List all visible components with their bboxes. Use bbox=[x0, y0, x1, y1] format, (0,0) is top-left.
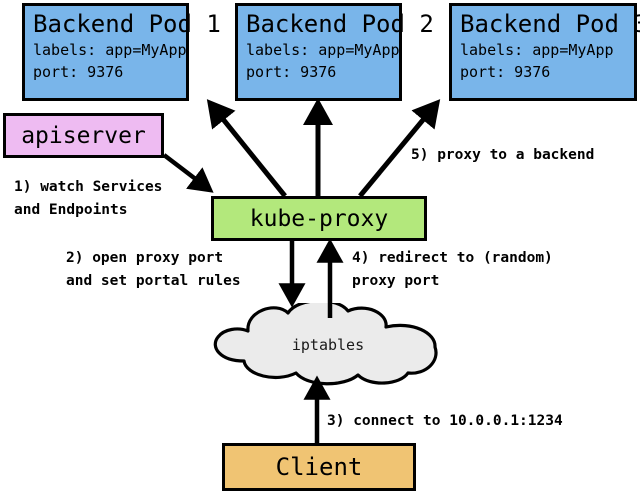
pod-3-port: port: 9376 bbox=[460, 63, 551, 81]
node-apiserver[interactable]: apiserver bbox=[3, 113, 164, 158]
step-3-label: 3) connect to 10.0.0.1:1234 bbox=[327, 410, 563, 433]
node-backend-pod-2[interactable]: Backend Pod 2 labels: app=MyApp port: 93… bbox=[235, 3, 434, 101]
apiserver-label: apiserver bbox=[21, 122, 146, 149]
pod-2-port: port: 9376 bbox=[246, 63, 337, 81]
arrow-kube-proxy-to-pod-1 bbox=[206, 99, 287, 198]
iptables-label: iptables bbox=[291, 336, 365, 354]
node-backend-pod-1[interactable]: Backend Pod 1 labels: app=MyApp port: 93… bbox=[22, 3, 221, 101]
kube-proxy-label: kube-proxy bbox=[249, 205, 389, 232]
client-label: Client bbox=[275, 453, 363, 481]
node-iptables-cloud[interactable]: iptables bbox=[188, 299, 468, 388]
step-3-line-1: 3) connect to 10.0.0.1:1234 bbox=[327, 413, 563, 429]
pod-2-labels: labels: app=MyApp bbox=[246, 41, 400, 59]
pod-3-title: Backend Pod 3 bbox=[460, 10, 640, 38]
node-backend-pod-3[interactable]: Backend Pod 3 labels: app=MyApp port: 93… bbox=[449, 3, 640, 101]
pod-1-port: port: 9376 bbox=[33, 63, 124, 81]
arrow-apiserver-to-kube-proxy bbox=[162, 153, 214, 193]
step-4-line-1: 4) redirect to (random) bbox=[352, 250, 553, 266]
step-5-label: 5) proxy to a backend bbox=[411, 144, 594, 167]
node-kube-proxy[interactable]: kube-proxy bbox=[211, 196, 427, 241]
node-client[interactable]: Client bbox=[222, 443, 416, 491]
step-2-line-1: 2) open proxy port bbox=[66, 250, 224, 266]
step-4-label: 4) redirect to (random) proxy port bbox=[352, 247, 553, 293]
step-1-line-2: and Endpoints bbox=[14, 202, 128, 218]
step-5-line-1: 5) proxy to a backend bbox=[411, 147, 595, 163]
pod-1-labels: labels: app=MyApp bbox=[33, 41, 187, 59]
step-2-line-2: and set portal rules bbox=[66, 273, 241, 289]
step-2-label: 2) open proxy port and set portal rules bbox=[66, 247, 241, 293]
step-1-label: 1) watch Services and Endpoints bbox=[14, 176, 162, 222]
pod-2-title: Backend Pod 2 bbox=[246, 10, 434, 38]
step-4-line-2: proxy port bbox=[352, 273, 440, 289]
pod-1-title: Backend Pod 1 bbox=[33, 10, 221, 38]
step-1-line-1: 1) watch Services bbox=[14, 179, 163, 195]
pod-3-labels: labels: app=MyApp bbox=[460, 41, 614, 59]
